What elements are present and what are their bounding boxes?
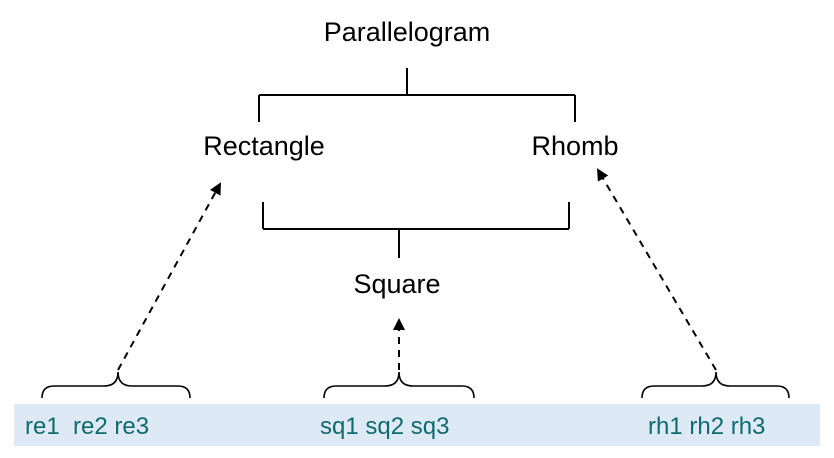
parallelogram-children-connector xyxy=(258,68,576,122)
square-parents-connector xyxy=(262,202,570,258)
instances-rhomb: rh1 rh2 rh3 xyxy=(648,413,765,440)
instance-band xyxy=(14,404,820,446)
instances-square: sq1 sq2 sq3 xyxy=(320,413,449,440)
brace-square-instances xyxy=(323,371,475,399)
arrow-rhomb-instances xyxy=(596,168,717,371)
arrow-rectangle-instances xyxy=(117,182,221,371)
instances-rectangle: re1 re2 re3 xyxy=(25,413,149,440)
node-parallelogram: Parallelogram xyxy=(324,17,491,47)
brace-rectangle-instances xyxy=(41,371,191,399)
node-square: Square xyxy=(353,269,440,299)
brace-rhomb-instances xyxy=(641,371,790,399)
node-rhomb: Rhomb xyxy=(531,131,618,161)
node-rectangle: Rectangle xyxy=(203,131,325,161)
